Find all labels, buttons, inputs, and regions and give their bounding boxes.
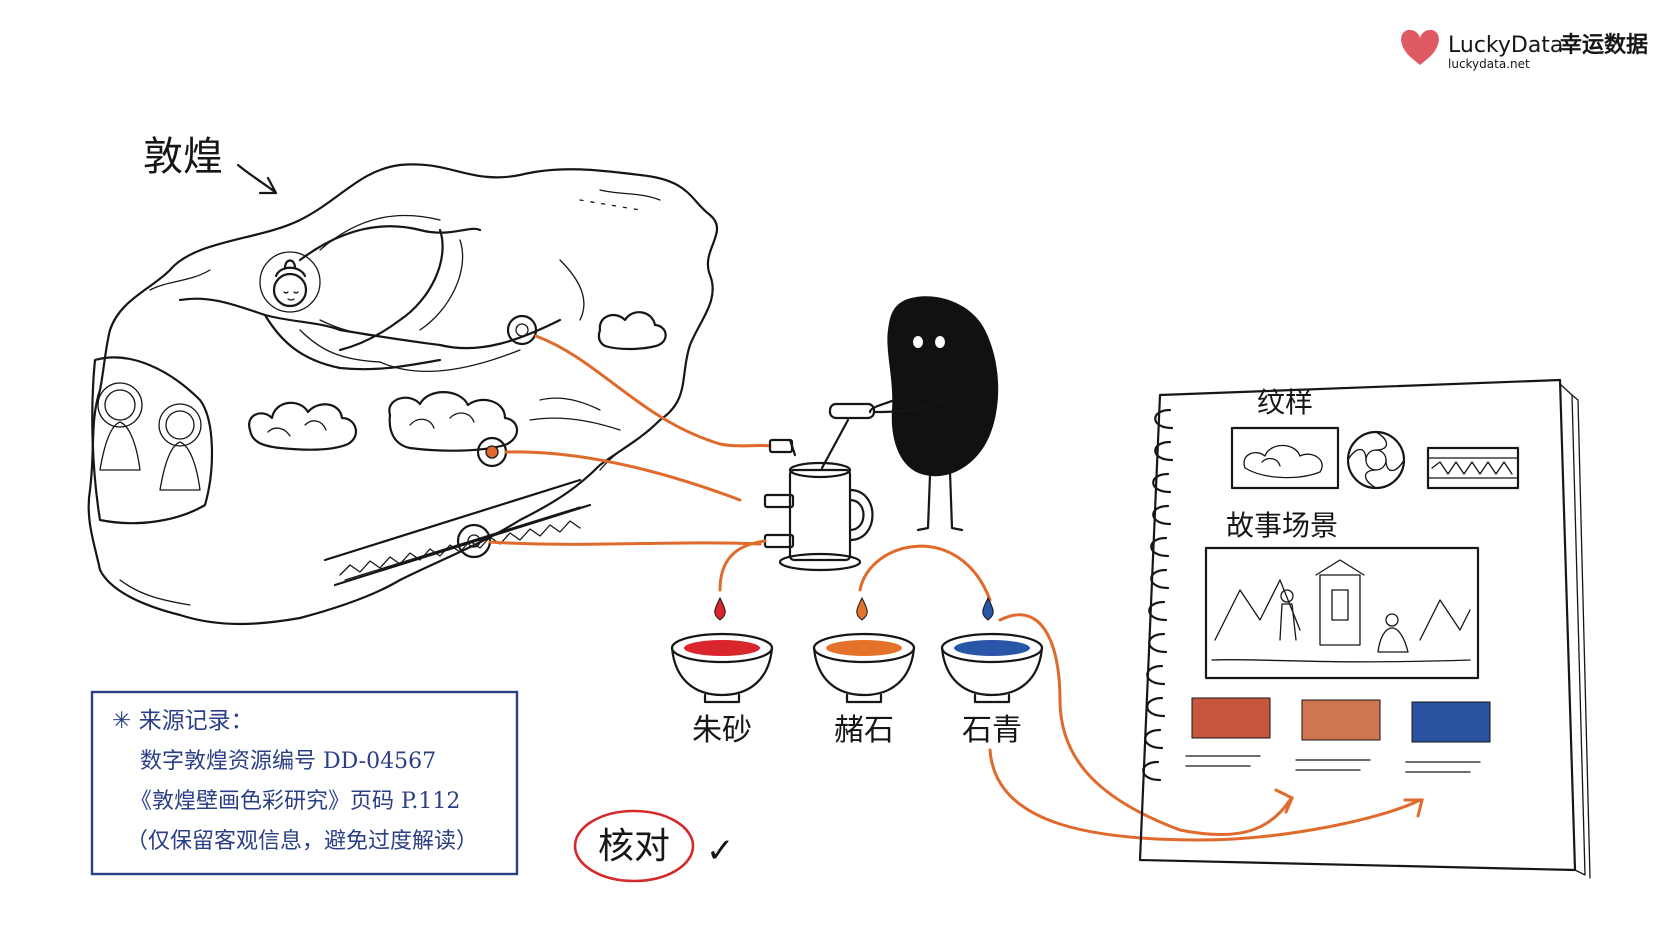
verify-label: 核对: [598, 826, 670, 867]
notebook[interactable]: 纹样 故事场景: [1138, 378, 1591, 879]
dunhuang-mural: 敦煌: [87, 134, 719, 626]
pigment-pump[interactable]: [763, 402, 876, 572]
pigment-bowl[interactable]: 朱砂: [670, 596, 774, 748]
arrow-icon: [236, 163, 278, 195]
source-line-3: （仅保留客观信息，避免过度解读）: [126, 829, 478, 854]
flower-icon: [1346, 430, 1406, 490]
pigment-bowl[interactable]: 石青: [940, 596, 1044, 748]
pigment-name: 石青: [962, 713, 1022, 748]
extraction-port[interactable]: [476, 436, 508, 468]
extraction-port[interactable]: [506, 314, 538, 346]
buddha-figure: [165, 410, 195, 440]
notebook-section-patterns: 纹样: [1257, 386, 1313, 419]
drop-icon: [714, 596, 726, 621]
brand-url: luckydata.net: [1448, 57, 1530, 71]
color-swatch: [1301, 699, 1381, 741]
source-line-1: 数字敦煌资源编号 DD-04567: [140, 749, 436, 774]
heart-icon: [1401, 29, 1439, 65]
brand-logo[interactable]: LuckyData 幸运数据 luckydata.net: [1401, 29, 1648, 71]
pigment-bowls: 朱砂 赭石 石青: [670, 596, 1044, 748]
source-title: ✳ 来源记录：: [112, 708, 254, 734]
mural-rock-outline: [87, 163, 719, 626]
pigment-drip-lines: [718, 539, 1424, 842]
check-icon: ✓: [706, 831, 735, 871]
extraction-pipes: [488, 334, 772, 546]
mural-label: 敦煌: [143, 134, 223, 180]
pigment-bowl[interactable]: 赭石: [812, 596, 916, 748]
buddha-niche: [91, 356, 214, 525]
story-scene-sketch: [1204, 546, 1480, 680]
drop-icon: [856, 596, 868, 621]
pattern-sample-cloud: [1230, 426, 1340, 490]
drop-icon: [982, 596, 994, 621]
verify-stamp[interactable]: 核对 ✓: [573, 809, 735, 883]
spiral-binding: [1142, 408, 1174, 782]
color-swatch: [1411, 701, 1491, 743]
cloud-motif: [248, 311, 667, 452]
source-line-2: 《敦煌壁画色彩研究》页码 P.112: [130, 789, 460, 814]
source-record-box: ✳ 来源记录： 数字敦煌资源编号 DD-04567 《敦煌壁画色彩研究》页码 P…: [90, 690, 519, 876]
color-swatches: [1185, 697, 1491, 773]
notebook-section-scenes: 故事场景: [1226, 509, 1338, 542]
pigment-name: 赭石: [834, 713, 894, 748]
apsara-figure: [178, 214, 585, 373]
pattern-band: [323, 478, 592, 587]
brand-name-cn: 幸运数据: [1560, 32, 1648, 58]
pigment-name: 朱砂: [692, 713, 752, 748]
soot-character: [868, 296, 999, 532]
buddha-figure: [104, 389, 136, 421]
color-swatch: [1191, 697, 1271, 739]
brand-name: LuckyData: [1448, 33, 1563, 58]
pattern-sample-border: [1426, 446, 1520, 490]
